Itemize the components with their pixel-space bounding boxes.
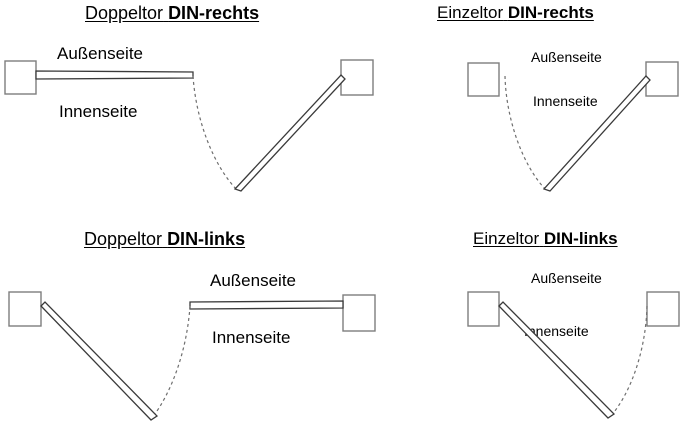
title-din-direction: DIN-rechts [507, 3, 594, 22]
leaf-open-diagonal [40, 301, 159, 421]
gate-drawing-einzeltor-din-rechts [467, 61, 679, 192]
panel-einzeltor-din-rechts: Einzeltor DIN-rechts Außenseite Innensei… [420, 0, 700, 220]
swing-arc [192, 75, 238, 191]
post-right [645, 61, 679, 97]
label-innenseite: Innenseite [212, 328, 291, 347]
post-right [340, 59, 374, 96]
post-left [4, 60, 37, 95]
post-left [467, 291, 500, 327]
panel-title-einzeltor-din-links: Einzeltor DIN-links [473, 230, 618, 247]
title-gate-type: Einzeltor [437, 3, 504, 22]
panel-title-doppeltor-din-rechts: Doppeltor DIN-rechts [85, 4, 259, 22]
swing-arc [609, 305, 648, 418]
title-din-direction: DIN-links [167, 229, 246, 249]
gate-drawing-doppeltor-din-links [8, 291, 376, 421]
label-aussenseite: Außenseite [531, 270, 602, 286]
leaf-open-diagonal [542, 75, 651, 192]
panel-doppeltor-din-rechts: Doppeltor DIN-rechts Außenseite Innensei… [0, 0, 420, 220]
panel-title-doppeltor-din-links: Doppeltor DIN-links [84, 230, 245, 248]
gate-drawing-doppeltor-din-rechts [4, 59, 374, 192]
title-din-direction: DIN-links [543, 229, 618, 248]
label-innenseite: Innenseite [59, 102, 138, 121]
leaf-closed-horizontal [189, 300, 344, 310]
gate-drawing-einzeltor-din-links [467, 291, 680, 419]
title-gate-type: Einzeltor [473, 229, 540, 248]
title-gate-type: Doppeltor [85, 3, 164, 23]
post-right [646, 291, 680, 327]
label-aussenseite: Außenseite [210, 271, 296, 290]
label-innenseite: Innenseite [533, 93, 598, 109]
post-left [8, 291, 42, 327]
panel-einzeltor-din-links: Einzeltor DIN-links Außenseite Innenseit… [420, 220, 700, 433]
post-left [467, 62, 500, 97]
swing-arc [504, 75, 547, 191]
label-aussenseite: Außenseite [57, 44, 143, 63]
label-aussenseite: Außenseite [531, 49, 602, 65]
leaf-closed-horizontal [35, 70, 194, 80]
panel-title-einzeltor-din-rechts: Einzeltor DIN-rechts [437, 4, 594, 21]
leaf-open-diagonal [498, 301, 616, 419]
panel-doppeltor-din-links: Doppeltor DIN-links Außenseite Innenseit… [0, 220, 420, 433]
title-gate-type: Doppeltor [84, 229, 163, 249]
swing-arc [151, 305, 191, 419]
title-din-direction: DIN-rechts [168, 3, 260, 23]
post-right [342, 294, 376, 332]
label-innenseite: Innenseite [524, 323, 589, 339]
leaf-open-diagonal [233, 74, 346, 192]
